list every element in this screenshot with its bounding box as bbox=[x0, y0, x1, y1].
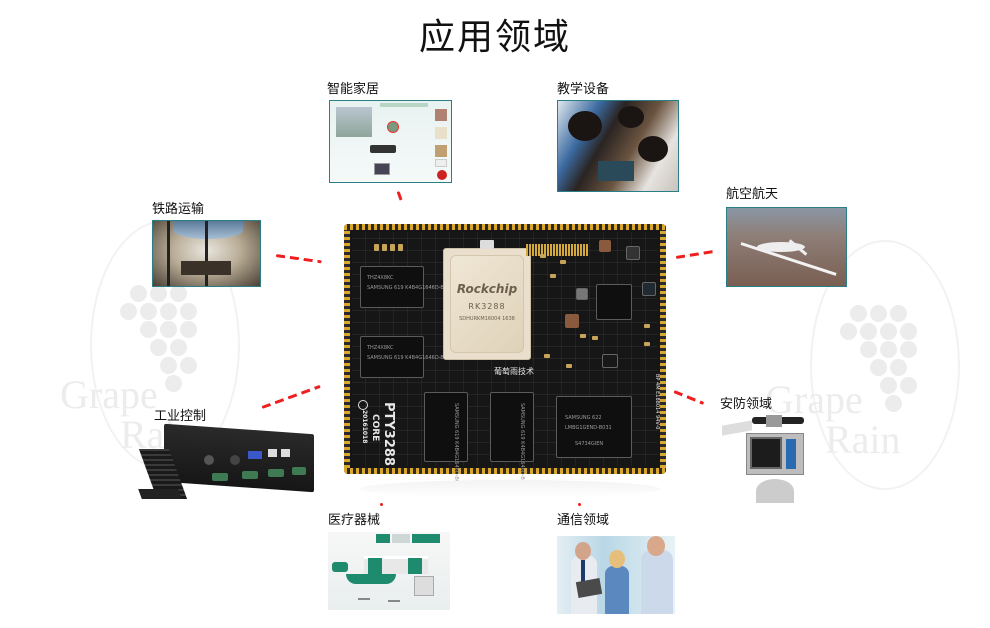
app-label: 安防领域 bbox=[720, 397, 773, 412]
cert-logo-icon bbox=[358, 400, 368, 410]
app-label: 智能家居 bbox=[327, 82, 380, 97]
smart-home-image bbox=[329, 100, 452, 183]
emmc-chip: SAMSUNG 622 LMBG1GEND-B031 S4734GIEN bbox=[556, 396, 632, 458]
app-label: 航空航天 bbox=[726, 187, 779, 202]
watermark-text-grape: Grape bbox=[60, 372, 158, 417]
soc-model: RK3288 bbox=[468, 302, 506, 311]
app-label: 教学设备 bbox=[557, 82, 610, 97]
security-image bbox=[722, 415, 806, 503]
core-board-image: THZ4X8KC SAMSUNG 619 K4B4G1646D-BCK0 THZ… bbox=[344, 224, 666, 490]
connector-smart-home bbox=[396, 190, 403, 202]
watermark-text-grape: Grape bbox=[765, 377, 863, 422]
module-name: PTY3288 bbox=[381, 402, 396, 466]
fpc-connector bbox=[526, 244, 588, 256]
railway-image bbox=[152, 220, 261, 287]
company-label: 葡萄雨技术 bbox=[494, 367, 534, 376]
ram-chip: THZ4X8KC SAMSUNG 619 K4B4G1646D-BCK0 bbox=[360, 266, 454, 308]
ram-chip: THZ4X8KC SAMSUNG 619 K4B4G1646D-BCK0 bbox=[360, 336, 454, 378]
soc-brand: Rockchip bbox=[456, 282, 518, 296]
connector-security bbox=[673, 390, 705, 405]
medical-image bbox=[328, 532, 450, 610]
connector-industrial bbox=[261, 384, 321, 409]
watermark-text-rain: Rain bbox=[825, 417, 901, 462]
board-side-text: BP 4M E188014 94V-0 bbox=[654, 374, 660, 430]
connector-railway bbox=[275, 254, 322, 264]
app-label: 铁路运输 bbox=[152, 202, 205, 217]
board-reflection bbox=[360, 480, 660, 498]
education-image bbox=[557, 100, 679, 192]
industrial-image bbox=[138, 423, 322, 504]
connector-aerospace bbox=[675, 249, 718, 259]
app-label: 医疗器械 bbox=[328, 513, 381, 528]
ram-chip: SAMSUNG 619 K4B4G1646D-BCK0 bbox=[424, 392, 468, 490]
aerospace-image bbox=[726, 207, 847, 287]
module-sub: CORE bbox=[370, 414, 380, 442]
ram-chip: SAMSUNG 619 K4B4G1646D-BCK0 bbox=[490, 392, 534, 490]
connector-medical bbox=[380, 503, 383, 506]
module-date: 20161018 bbox=[361, 410, 368, 444]
grape-icon bbox=[830, 285, 940, 425]
app-label: 通信领域 bbox=[557, 513, 610, 528]
rockchip-soc: Rockchip RK3288 SDHURKM16004 1638 bbox=[443, 248, 531, 360]
telecom-image bbox=[557, 536, 675, 614]
page-title: 应用领域 bbox=[418, 17, 571, 58]
connector-telecom bbox=[578, 503, 581, 506]
app-label: 工业控制 bbox=[154, 409, 207, 424]
pmic-chip bbox=[596, 284, 632, 320]
soc-code: SDHURKM16004 1638 bbox=[459, 316, 515, 322]
